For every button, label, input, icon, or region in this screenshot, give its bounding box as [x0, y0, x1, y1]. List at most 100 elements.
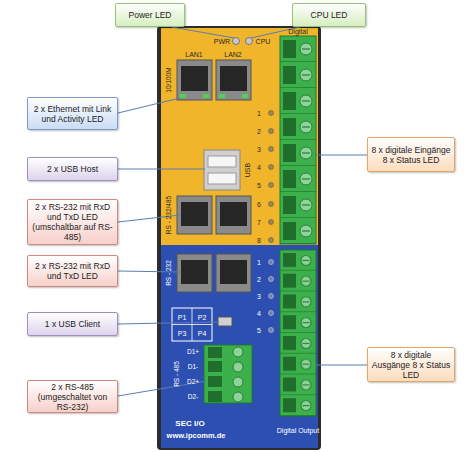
ethernet-port — [216, 60, 251, 100]
device-label: LAN2 — [224, 51, 242, 58]
status-led — [269, 294, 274, 299]
ethernet-port — [177, 60, 212, 100]
device-label: P1 — [178, 314, 187, 321]
callout-box: 2 x RS-232 mit RxD und TxD LED (umschalt… — [27, 199, 118, 245]
terminal-opening — [208, 347, 222, 358]
device-label: RS - 485 — [174, 361, 181, 387]
status-led — [269, 220, 274, 225]
terminal-opening — [208, 376, 222, 387]
status-led — [269, 328, 274, 333]
device-label: LAN1 — [185, 51, 203, 58]
serial-port — [177, 254, 212, 292]
device-label: PWR — [214, 38, 230, 45]
device-label: USB — [244, 163, 251, 177]
callout-text: 2 x RS-485 (umgeschaltet von RS-232) — [28, 382, 117, 412]
device-label: 3 — [257, 146, 261, 153]
callout-text: CPU LED — [308, 10, 351, 20]
jumper-frame — [172, 308, 212, 341]
cpu-led — [246, 38, 253, 45]
device-label: P4 — [198, 330, 207, 337]
leader-line — [316, 155, 367, 156]
terminal-screw — [233, 392, 243, 402]
status-led — [269, 183, 274, 188]
port-led — [219, 94, 225, 98]
usb-slot — [208, 156, 236, 167]
rs485-terminal — [204, 345, 252, 403]
device-label: D1- — [188, 364, 198, 371]
jumper-divider — [192, 308, 193, 341]
leader-line — [118, 322, 219, 324]
callout-box: 1 x USB Client — [27, 312, 118, 336]
device-label: P2 — [198, 314, 207, 321]
device-label: 2 — [257, 276, 261, 283]
serial-port — [177, 196, 212, 234]
device-label: 4 — [257, 164, 261, 171]
status-led — [269, 277, 274, 282]
terminal-screw — [233, 347, 243, 357]
callout-text: 2 x RS-232 mit RxD und TxD LED (umschalt… — [28, 202, 117, 242]
leader-line — [118, 169, 205, 170]
device-label: D1+ — [187, 349, 199, 356]
terminal-screw — [233, 362, 243, 372]
callout-box: Power LED — [115, 3, 185, 27]
device-label: 2 — [257, 128, 261, 135]
status-led — [269, 129, 274, 134]
callout-text: 2 x USB Host — [44, 164, 101, 174]
port-opening — [181, 66, 208, 91]
leader-line — [172, 27, 234, 38]
device-label: 1 — [257, 259, 261, 266]
status-led — [269, 165, 274, 170]
callout-text: 1 x USB Client — [42, 319, 103, 329]
blue-panel — [161, 245, 318, 448]
callout-box: 2 x Ethernet mit Link und Activity LED — [27, 97, 118, 130]
device-label: 5 — [257, 327, 261, 334]
port-opening — [220, 202, 247, 226]
callout-box: 8 x digitale Eingänge 8 x Status LED — [367, 137, 455, 172]
device-label: 1 — [257, 110, 261, 117]
device-label: P3 — [178, 330, 187, 337]
device-label: www.ipcomm.de — [167, 432, 226, 440]
status-led — [269, 238, 274, 243]
device-label: D2- — [188, 394, 198, 401]
device-housing — [157, 26, 321, 450]
device-label: CPU — [256, 38, 271, 45]
terminal-opening — [208, 391, 222, 402]
device-label: 7 — [257, 219, 261, 226]
input-terminal-block — [280, 36, 316, 244]
output-terminal-block — [280, 250, 316, 416]
port-led — [180, 94, 186, 98]
callout-text: 8 x digitale Ausgänge 8 x Status LED — [368, 350, 454, 380]
callout-box: 2 x USB Host — [27, 157, 118, 181]
power-led — [233, 38, 240, 45]
serial-port — [216, 254, 251, 292]
serial-port — [216, 196, 251, 234]
device-label: SEC I/O — [175, 420, 204, 428]
leader-line — [316, 365, 367, 366]
terminal-screw — [233, 377, 243, 387]
device-label: 10/100M — [166, 67, 173, 92]
callout-text: 2 x RS-232 mit RxD und TxD LED — [28, 261, 117, 281]
usb-host-port — [204, 150, 240, 190]
device-label: 5 — [257, 182, 261, 189]
status-led — [269, 202, 274, 207]
callout-text: Power LED — [126, 10, 175, 20]
callout-box: 2 x RS-232 mit RxD und TxD LED — [27, 255, 118, 287]
port-led — [242, 94, 248, 98]
port-opening — [220, 260, 247, 284]
device-label: RS - 232/485 — [166, 196, 173, 234]
device-label: 4 — [257, 310, 261, 317]
status-led — [269, 260, 274, 265]
device-label: RS - 232 — [166, 260, 173, 286]
status-led — [269, 111, 274, 116]
yellow-panel — [161, 28, 318, 245]
status-led — [269, 147, 274, 152]
port-opening — [181, 202, 208, 226]
leader-line — [118, 98, 180, 113]
callout-box: 8 x digitale Ausgänge 8 x Status LED — [367, 347, 455, 382]
input-status-leds — [269, 111, 274, 243]
terminal-opening — [208, 361, 222, 372]
usb-slot — [208, 173, 236, 184]
status-led — [269, 311, 274, 316]
leader-lines — [118, 27, 367, 396]
device-label: Digital — [288, 28, 307, 35]
